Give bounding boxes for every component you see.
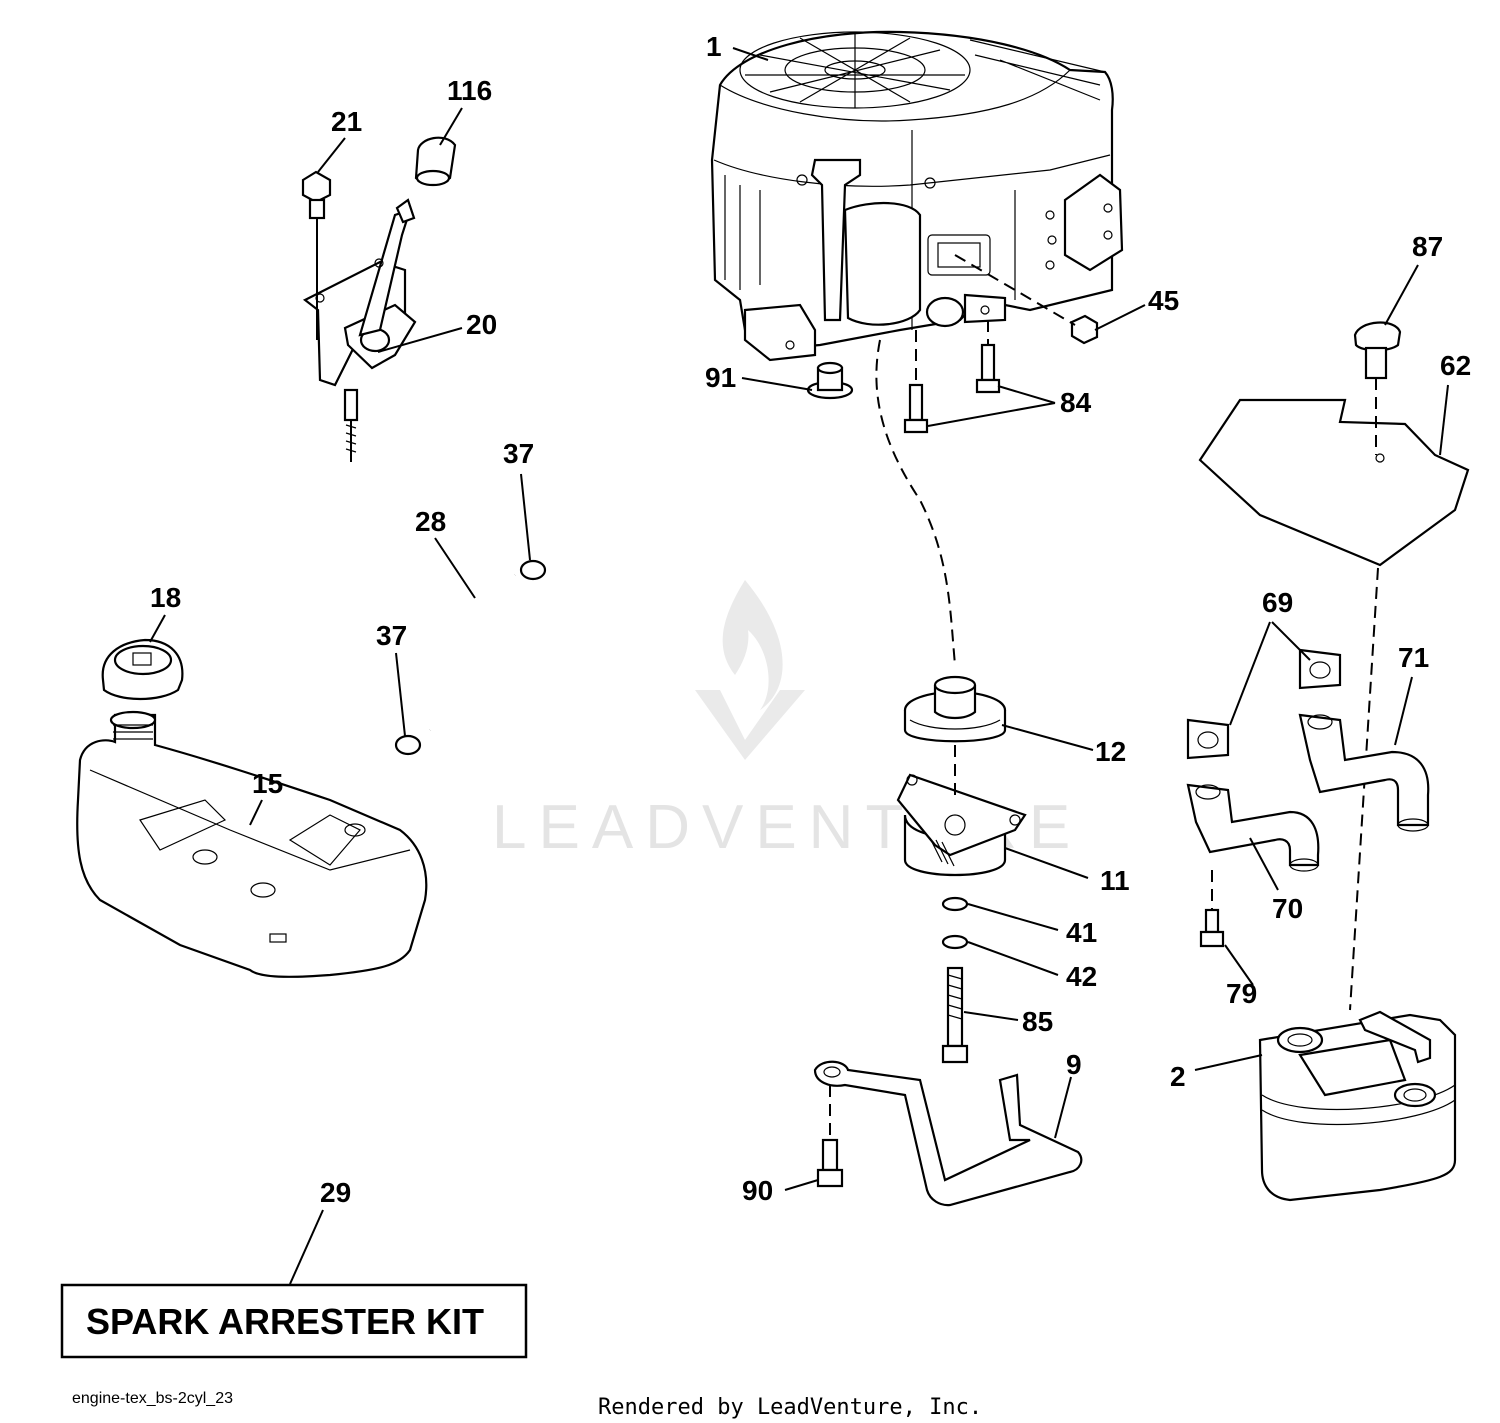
heat-shield-62 [1198,378,1470,567]
spark-arrester-kit-box: SPARK ARRESTER KIT [60,1283,528,1359]
washer-42 [941,934,969,950]
muffler-2 [1258,1010,1457,1202]
bolt-21 [301,170,332,340]
part-label-21: 21 [331,106,362,137]
bracket-9 [813,1060,1083,1207]
fuel-cap-87 [1353,321,1402,380]
hose-clamp-37-top [519,559,547,581]
part-label-41: 41 [1066,917,1097,948]
spark-arrester-kit-label: SPARK ARRESTER KIT [86,1301,484,1342]
part-label-42: 42 [1066,961,1097,992]
part-label-12: 12 [1095,736,1126,767]
fuel-tank-15 [76,710,428,978]
pulley-12 [903,675,1007,743]
part-label-90: 90 [742,1175,773,1206]
knob-116 [414,136,457,187]
bolt-79 [1199,908,1225,948]
engine [710,30,1124,362]
engine-pulley-line [875,339,956,666]
part-label-1: 1 [706,31,722,62]
hose-clamp-37-bottom [394,734,422,756]
part-label-20: 20 [466,309,497,340]
part-labels: 1 116 21 20 45 87 62 91 84 37 28 37 18 1… [150,31,1471,1208]
bolt-85 [941,966,969,1064]
part-label-71: 71 [1398,642,1429,673]
part-label-91: 91 [705,362,736,393]
part-label-37-top: 37 [503,438,534,469]
part-label-85: 85 [1022,1006,1053,1037]
fuel-cap-18 [101,638,184,701]
washer-41 [941,896,969,912]
render-credit: Rendered by LeadVenture, Inc. [598,1395,982,1420]
exhaust-pipe-71 [1298,713,1430,832]
part-label-69: 69 [1262,587,1293,618]
part-label-11: 11 [1100,865,1130,896]
bolt-90 [816,1085,844,1188]
part-label-18: 18 [150,582,181,613]
shield-muffler-line [1349,567,1379,1011]
part-label-45: 45 [1148,285,1179,316]
nut-45 [1070,314,1099,345]
part-label-79: 79 [1226,978,1257,1009]
part-label-116: 116 [447,75,492,106]
throttle-control [302,198,417,462]
part-label-62: 62 [1440,350,1471,381]
part-label-84: 84 [1060,387,1092,418]
bolts-84 [903,320,1001,434]
bushing-91 [806,361,854,400]
part-label-37-bottom: 37 [376,620,407,651]
fuel-line-28 [427,572,517,731]
part-label-29: 29 [320,1177,351,1208]
part-label-9: 9 [1066,1049,1082,1080]
exhaust-pipe-70 [1186,783,1320,872]
clutch-11 [896,773,1027,877]
part-label-87: 87 [1412,231,1443,262]
part-label-2: 2 [1170,1061,1186,1092]
diagram-filename: engine-tex_bs-2cyl_23 [72,1390,233,1407]
part-label-28: 28 [415,506,446,537]
leader-lines [149,47,1449,1285]
part-label-15: 15 [252,768,283,799]
part-label-70: 70 [1272,893,1303,924]
